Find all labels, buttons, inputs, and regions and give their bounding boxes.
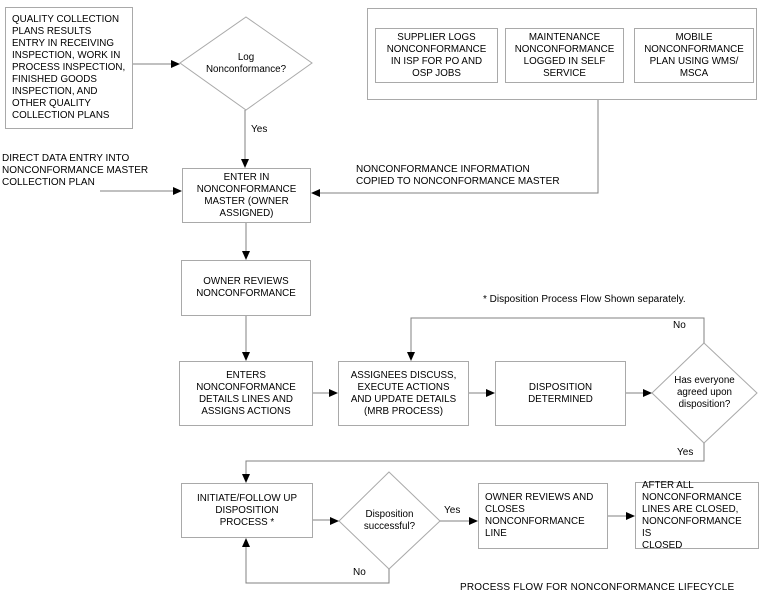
enter-master-box: ENTER IN NONCONFORMANCE MASTER (OWNER AS…	[182, 168, 311, 223]
arrowhead-into-enter-left	[173, 187, 182, 195]
arrowhead-into-details	[242, 352, 250, 361]
diagram-caption: PROCESS FLOW FOR NONCONFORMANCE LIFECYCL…	[460, 582, 735, 593]
arrowhead-into-log	[171, 60, 180, 68]
arrowhead-into-assignees-left	[329, 389, 338, 397]
arrowhead-into-assignees-top	[407, 352, 415, 361]
arrowhead-into-after-all	[626, 512, 635, 520]
edge-agreed-yes-to-initiate	[245, 443, 705, 474]
disposition-successful-decision-label: Disposition successful?	[363, 508, 416, 532]
quality-plans-box: QUALITY COLLECTION PLANS RESULTS ENTRY I…	[5, 7, 133, 129]
arrowhead-into-initiate-top	[242, 474, 250, 483]
edge-label-agreed-yes: Yes	[677, 447, 694, 458]
maintenance-logged-box: MAINTENANCE NONCONFORMANCE LOGGED IN SEL…	[505, 28, 624, 83]
supplier-logs-box: SUPPLIER LOGS NONCONFORMANCE IN ISP FOR …	[375, 28, 498, 83]
edge-label-agreed-no: No	[673, 320, 686, 331]
arrowhead-into-successful	[330, 517, 339, 525]
arrowhead-into-agreed	[643, 389, 652, 397]
disposition-determined-box: DISPOSITION DETERMINED	[495, 361, 626, 426]
disposition-note: * Disposition Process Flow Shown separat…	[483, 294, 686, 305]
initiate-disposition-box: INITIATE/FOLLOW UP DISPOSITION PROCESS *	[181, 483, 313, 538]
edge-label-successful-yes: Yes	[444, 505, 461, 516]
arrowhead-into-enter-top	[241, 159, 249, 168]
edge-label-successful-no: No	[353, 567, 366, 578]
arrowhead-into-closes	[469, 517, 478, 525]
owner-closes-box: OWNER REVIEWS AND CLOSES NONCONFORMANCE …	[478, 483, 608, 549]
arrowhead-into-initiate-bottom	[242, 538, 250, 547]
arrowhead-into-owner-reviews	[242, 251, 250, 260]
assignees-discuss-box: ASSIGNEES DISCUSS, EXECUTE ACTIONS AND U…	[338, 361, 469, 426]
enters-details-box: ENTERS NONCONFORMANCE DETAILS LINES AND …	[179, 361, 313, 426]
log-nonconformance-decision-label: Log Nonconformance?	[205, 51, 287, 75]
arrowhead-into-enter-right	[311, 189, 320, 197]
after-all-closed-box: AFTER ALL NONCONFORMANCE LINES ARE CLOSE…	[635, 480, 759, 551]
arrowhead-into-disposition	[486, 389, 495, 397]
direct-entry-label: DIRECT DATA ENTRY INTO NONCONFORMANCE MA…	[2, 153, 149, 188]
mobile-plan-box: MOBILE NONCONFORMANCE PLAN USING WMS/ MS…	[634, 28, 754, 83]
edge-label-log-yes: Yes	[251, 124, 268, 135]
owner-reviews-box: OWNER REVIEWS NONCONFORMANCE	[181, 260, 311, 316]
agreed-decision-label: Has everyone agreed upon disposition?	[674, 375, 735, 410]
copied-to-master-label: NONCONFORMANCE INFORMATION COPIED TO NON…	[356, 164, 560, 187]
